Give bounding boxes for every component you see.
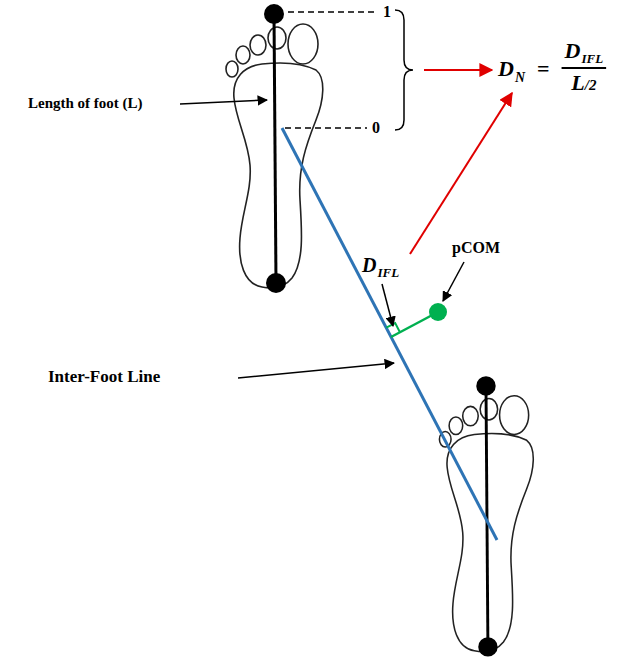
level-zero-dash <box>285 127 367 129</box>
formula-subscript: IFL <box>581 52 603 65</box>
formula-symbol: D <box>498 58 514 80</box>
red-arrow <box>410 93 512 254</box>
formula-symbol: /2 <box>585 78 597 93</box>
leader-arrow <box>238 363 394 378</box>
leader-arrow <box>180 100 267 104</box>
leader-arrow <box>443 262 464 301</box>
distance-subscript: IFL <box>377 266 399 279</box>
distance-symbol: D <box>362 255 376 275</box>
pcom-dot <box>429 303 447 321</box>
part-label: Length of foot (L) <box>28 96 143 111</box>
bracket <box>395 10 413 130</box>
part-label: Inter-Foot Line <box>48 368 160 385</box>
point-label: pCOM <box>452 240 500 256</box>
formula-symbol: D <box>565 40 581 62</box>
leader-arrow <box>382 284 393 326</box>
formula-operator: = <box>537 58 550 80</box>
level-mark: 1 <box>383 4 391 20</box>
fraction-bar <box>562 67 607 69</box>
inter-foot-line <box>282 128 497 540</box>
formula-symbol: L <box>571 72 584 94</box>
level-one-dash <box>288 11 377 13</box>
top-foot <box>226 4 323 293</box>
formula-subscript: N <box>515 71 525 85</box>
red-arrow <box>424 69 492 71</box>
level-mark: 0 <box>372 120 380 136</box>
